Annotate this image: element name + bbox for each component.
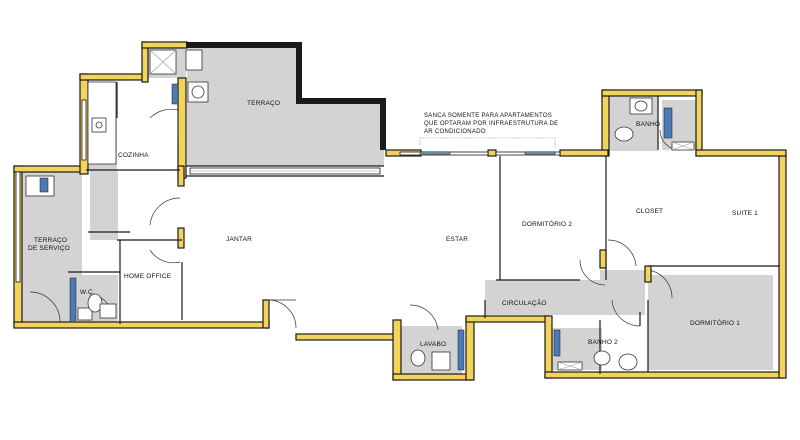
label-terraco-servico-2: DE SERVIÇO	[28, 245, 70, 252]
sanca-note: SANCA SOMENTE PARA APARTAMENTOS QUE OPTA…	[424, 113, 558, 135]
label-home-office: HOME OFFICE	[124, 273, 172, 280]
label-dormitorio-1: DORMITÓRIO 1	[690, 318, 740, 327]
sanca-line	[419, 137, 556, 148]
label-jantar: JANTAR	[226, 236, 252, 243]
fixtures	[25, 49, 695, 371]
label-banho-2: BANHO 2	[588, 339, 618, 346]
label-circulacao: CIRCULAÇÃO	[502, 298, 547, 307]
label-closet: CLOSET	[636, 208, 663, 215]
room-labels: TERRAÇO COZINHA TERRAÇO DE SERVIÇO JANTA…	[28, 100, 758, 348]
label-wc: W.C.	[80, 289, 95, 296]
label-terraco-servico-1: TERRAÇO	[34, 237, 67, 244]
doors	[29, 108, 681, 331]
label-terraco: TERRAÇO	[247, 100, 280, 107]
note-line-1: SANCA SOMENTE PARA APARTAMENTOS	[424, 113, 552, 119]
label-lavabo: LAVABO	[420, 341, 446, 348]
label-suite-1: SUITE 1	[732, 210, 758, 217]
label-dormitorio-2: DORMITÓRIO 2	[522, 219, 572, 228]
interior-walls	[68, 82, 780, 374]
exterior-walls	[13, 41, 787, 381]
label-estar: ESTAR	[446, 236, 468, 243]
note-line-3: AR CONDICIONADO	[424, 129, 486, 135]
windows	[15, 99, 561, 283]
label-cozinha: COZINHA	[118, 152, 149, 159]
label-banho: BANHO	[636, 121, 660, 128]
note-line-2: QUE OPTARAM POR INFRAESTRUTURA DE	[424, 121, 558, 127]
